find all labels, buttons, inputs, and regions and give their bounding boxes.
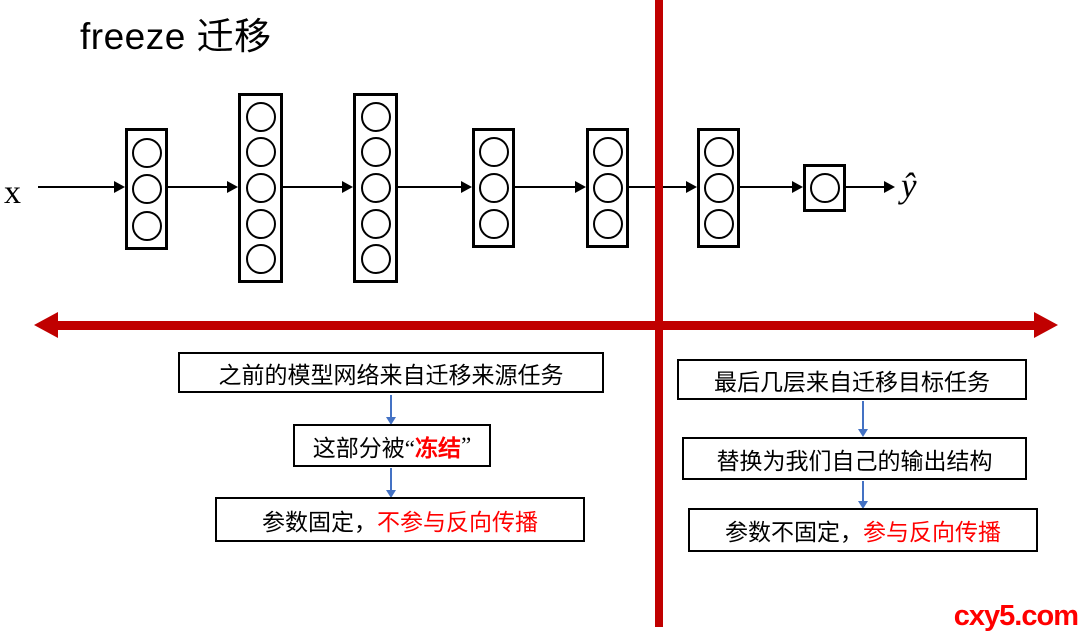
network-layer-2 bbox=[238, 93, 283, 283]
neuron-node bbox=[360, 137, 391, 168]
neuron-node bbox=[360, 172, 391, 203]
neuron-node bbox=[703, 137, 734, 167]
neuron-node bbox=[131, 137, 162, 168]
network-layer-4 bbox=[472, 128, 515, 248]
neuron-node bbox=[245, 101, 276, 132]
down-arrow-icon bbox=[858, 401, 868, 437]
network-layer-5 bbox=[586, 128, 629, 248]
annotation-text: 参数不固定， bbox=[725, 520, 863, 545]
neuron-node bbox=[245, 208, 276, 239]
neuron-node bbox=[478, 209, 509, 239]
arrow-right-icon bbox=[1034, 312, 1058, 338]
neuron-node bbox=[245, 244, 276, 275]
annotation-highlight: 不参与反向传播 bbox=[377, 509, 538, 535]
neuron-node bbox=[703, 209, 734, 239]
neuron-node bbox=[478, 137, 509, 167]
left-annotation-source-task: 之前的模型网络来自迁移来源任务 bbox=[178, 352, 604, 393]
input-label: x bbox=[4, 174, 21, 211]
right-annotation-target-task: 最后几层来自迁移目标任务 bbox=[677, 359, 1027, 400]
output-label: ŷ bbox=[901, 166, 917, 205]
watermark: cxy5.com bbox=[953, 600, 1079, 632]
network-layer-6 bbox=[697, 128, 740, 248]
left-annotation-frozen: 这部分被“冻结” bbox=[293, 424, 491, 467]
down-arrow-icon bbox=[386, 395, 396, 425]
annotation-text: 之前的模型网络来自迁移来源任务 bbox=[218, 362, 564, 388]
neuron-node bbox=[360, 208, 391, 239]
neuron-node bbox=[592, 137, 623, 167]
neuron-node bbox=[360, 244, 391, 275]
forward-arrow-icon bbox=[739, 181, 803, 193]
annotation-text: ” bbox=[461, 432, 472, 458]
network-layer-1 bbox=[125, 128, 168, 250]
right-annotation-replace-output: 替换为我们自己的输出结构 bbox=[682, 437, 1027, 480]
neuron-node bbox=[360, 101, 391, 132]
forward-arrow-icon bbox=[168, 181, 238, 193]
left-annotation-params-fixed: 参数固定，不参与反向传播 bbox=[215, 497, 585, 542]
neuron-node bbox=[245, 172, 276, 203]
forward-arrow-icon bbox=[283, 181, 353, 193]
right-annotation-params-trainable: 参数不固定，参与反向传播 bbox=[688, 508, 1038, 552]
forward-arrow-icon bbox=[38, 181, 125, 193]
neuron-node bbox=[131, 210, 162, 241]
network-output-layer bbox=[803, 164, 846, 212]
forward-arrow-icon bbox=[398, 181, 472, 193]
annotation-highlight: 参与反向传播 bbox=[863, 520, 1001, 545]
page-title: freeze 迁移 bbox=[80, 16, 272, 57]
neuron-node bbox=[809, 173, 840, 203]
annotation-text: 参数固定， bbox=[262, 509, 377, 535]
annotation-text: 这部分被“ bbox=[312, 435, 415, 461]
neuron-node bbox=[592, 209, 623, 239]
vertical-divider-line bbox=[655, 0, 663, 627]
neuron-node bbox=[703, 173, 734, 203]
neuron-node bbox=[592, 173, 623, 203]
down-arrow-icon bbox=[858, 481, 868, 509]
forward-arrow-icon bbox=[846, 181, 895, 193]
arrow-left-icon bbox=[34, 312, 58, 338]
down-arrow-icon bbox=[386, 468, 396, 498]
neuron-node bbox=[245, 137, 276, 168]
annotation-text: 最后几层来自迁移目标任务 bbox=[714, 369, 990, 395]
forward-arrow-icon bbox=[515, 181, 586, 193]
neuron-node bbox=[131, 174, 162, 204]
network-layer-3 bbox=[353, 93, 398, 283]
annotation-text: 替换为我们自己的输出结构 bbox=[716, 448, 993, 474]
neuron-node bbox=[478, 173, 509, 203]
annotation-highlight: 冻结 bbox=[415, 435, 461, 461]
horizontal-divider-arrow bbox=[56, 321, 1038, 330]
